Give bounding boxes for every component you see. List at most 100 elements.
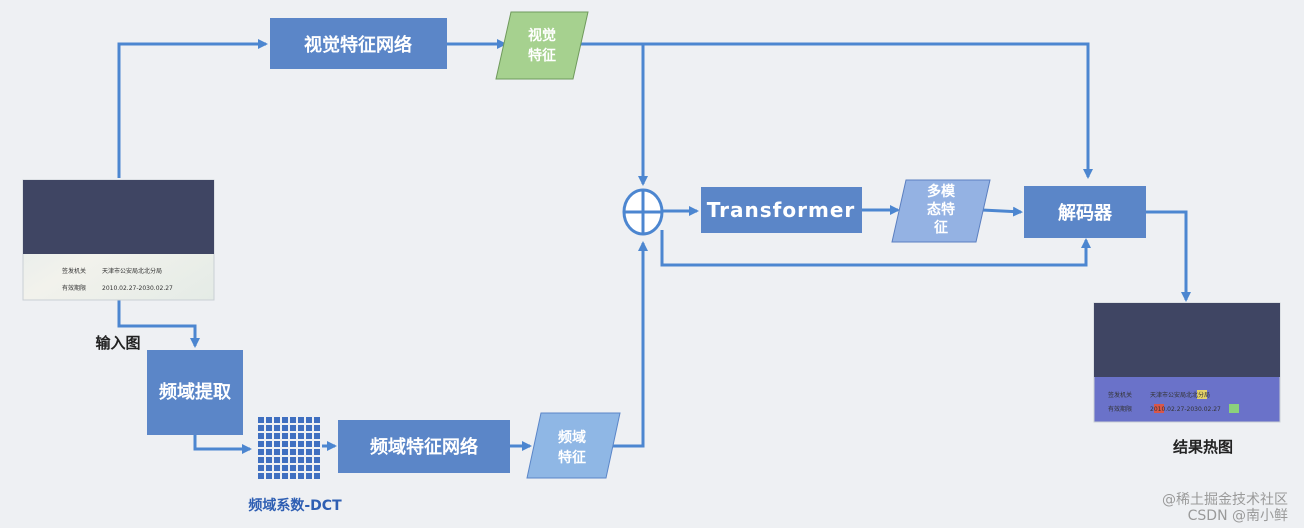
dct-cell (258, 465, 264, 471)
dct-cell (298, 465, 304, 471)
decoder-box: 解码器 (1024, 186, 1146, 238)
dct-cell (266, 417, 272, 423)
dct-cell (266, 449, 272, 455)
dct-cell (274, 465, 280, 471)
dct-cell (306, 449, 312, 455)
dct-cell (274, 417, 280, 423)
dct-cell (314, 473, 320, 479)
dct-cell (306, 433, 312, 439)
transformer-label: Transformer (707, 198, 856, 222)
dct-cell (314, 457, 320, 463)
multimodal-feat-line-3: 征 (934, 219, 948, 236)
dct-cell (314, 417, 320, 423)
dct-cell (306, 425, 312, 431)
dct-cell (274, 433, 280, 439)
dct-cell (314, 425, 320, 431)
arrow-decoder-to-result (1146, 210, 1191, 302)
dct-cell (274, 473, 280, 479)
dct-cell (282, 425, 288, 431)
freq-net-box: 频域特征网络 (338, 420, 510, 473)
heatmap-row2-label: 有效期限 (1108, 405, 1132, 413)
dct-cell (274, 441, 280, 447)
dct-cell (282, 473, 288, 479)
dct-cell (306, 441, 312, 447)
multimodal-feat-line-1: 多模 (927, 183, 956, 200)
dct-label: 频域系数-DCT (248, 497, 342, 514)
input-row1-label: 签发机关 (62, 267, 86, 275)
visual-net-box: 视觉特征网络 (270, 18, 447, 69)
decoder-label: 解码器 (1058, 202, 1113, 224)
dct-cell (298, 441, 304, 447)
dct-cell (298, 449, 304, 455)
connectors (117, 39, 1191, 454)
dct-cell (306, 457, 312, 463)
dct-cell (258, 425, 264, 431)
dct-cell (258, 417, 264, 423)
visual-feat-line-1: 视觉 (528, 27, 556, 44)
dct-cell (314, 465, 320, 471)
dct-cell (266, 425, 272, 431)
dct-cell (282, 449, 288, 455)
dct-cell (290, 441, 296, 447)
dct-cell (274, 449, 280, 455)
dct-cell (290, 433, 296, 439)
input-row1-value: 天津市公安局北北分局 (102, 267, 162, 275)
visual-net-label: 视觉特征网络 (304, 34, 412, 56)
dct-cell (314, 441, 320, 447)
dct-cell (290, 417, 296, 423)
freq-extract-box: 频域提取 (147, 350, 243, 435)
multimodal-feat-line-2: 态特 (927, 201, 955, 218)
visual-feat-line-2: 特征 (528, 47, 556, 64)
dct-cell (298, 425, 304, 431)
dct-cell (266, 433, 272, 439)
dct-cell (282, 417, 288, 423)
dct-cell (306, 417, 312, 423)
arrow-concat-skip-to-decoder (660, 230, 1091, 267)
dct-cell (266, 465, 272, 471)
dct-cell (290, 465, 296, 471)
dct-cell (258, 449, 264, 455)
freq-feat-line-1: 频域 (558, 429, 586, 446)
dct-cell (298, 473, 304, 479)
dct-cell (298, 433, 304, 439)
freq-net-label: 频域特征网络 (370, 436, 478, 458)
freq-feat-line-2: 特征 (558, 449, 586, 466)
arrow-input-to-visual-net (117, 39, 268, 178)
multimodal-feat-para: 多模 态特 征 (891, 179, 991, 243)
dct-cell (266, 457, 272, 463)
dct-cell (306, 473, 312, 479)
dct-cell (274, 425, 280, 431)
dct-cell (290, 449, 296, 455)
dct-cell (306, 465, 312, 471)
input-row2-value: 2010.02.27-2030.02.27 (102, 285, 173, 292)
dct-cell (258, 441, 264, 447)
dct-cell (298, 457, 304, 463)
input-image-label: 输入图 (95, 334, 140, 352)
freq-feat-para: 频域 特征 (526, 412, 621, 479)
input-row2-label: 有效期限 (62, 284, 86, 292)
arrow-input-to-freq-extract (117, 300, 200, 348)
concat-operator (622, 188, 664, 236)
visual-feat-para: 视觉 特征 (495, 11, 589, 80)
dct-cell (282, 457, 288, 463)
dct-cell (282, 441, 288, 447)
dct-cell (314, 449, 320, 455)
dct-cell (290, 473, 296, 479)
transformer-box: Transformer (701, 187, 862, 233)
watermark-line-1: @稀土掘金技术社区 (1162, 492, 1288, 508)
dct-cell (258, 457, 264, 463)
freq-extract-label: 频域提取 (159, 381, 232, 403)
arrow-multimodal-to-decoder (981, 206, 1023, 217)
dct-cell (290, 425, 296, 431)
arrow-freq-extract-to-dct (193, 435, 252, 454)
result-heatmap: 签发机关 天津市公安局北北分局 有效期限 2010.02.27-2030.02.… (1093, 302, 1281, 423)
arrow-visual-feat-to-decoder (578, 42, 1093, 179)
dct-cell (266, 441, 272, 447)
arrow-freq-feat-to-concat (608, 241, 648, 448)
dct-cell (290, 457, 296, 463)
dct-coefficient-grid (258, 417, 320, 479)
dct-cell (258, 473, 264, 479)
input-image: 签发机关 天津市公安局北北分局 有效期限 2010.02.27-2030.02.… (22, 179, 215, 301)
dct-cell (282, 465, 288, 471)
